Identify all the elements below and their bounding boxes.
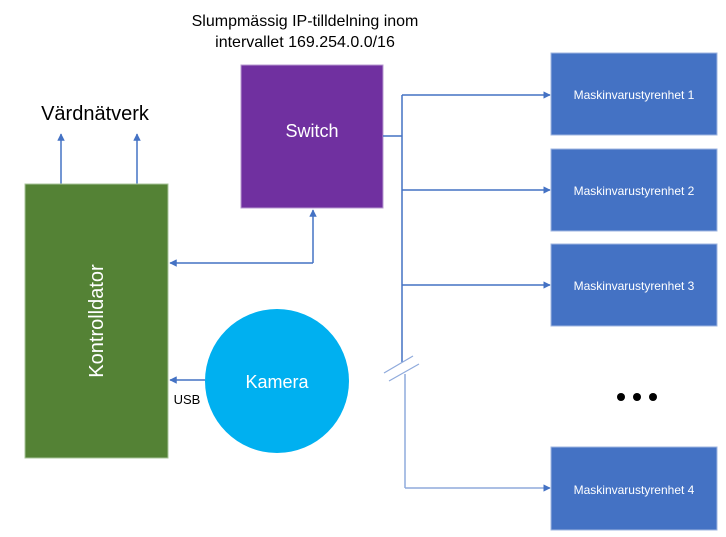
device-node-3[interactable]: Maskinvarustyrenhet 3 bbox=[550, 243, 718, 327]
device-box[interactable] bbox=[550, 243, 718, 327]
diagram-title-line1: Slumpmässig IP-tilldelning inom bbox=[192, 13, 419, 30]
camera-circle[interactable] bbox=[205, 309, 349, 453]
usb-label: USB bbox=[174, 392, 201, 407]
switch-label: Switch bbox=[285, 121, 338, 141]
device-box[interactable] bbox=[550, 148, 718, 232]
diagram-title-line2: intervallet 169.254.0.0/16 bbox=[215, 34, 395, 51]
device-node-1[interactable]: Maskinvarustyrenhet 1 bbox=[550, 52, 718, 136]
bus-break-mark-1 bbox=[383, 355, 414, 374]
bus-break-mark-2 bbox=[388, 363, 420, 382]
host-network-label: Värdnätverk bbox=[41, 103, 150, 125]
more-devices-ellipsis bbox=[617, 393, 657, 401]
device-label: Maskinvarustyrenhet 3 bbox=[574, 279, 695, 293]
ellipsis-dot bbox=[617, 393, 625, 401]
device-box[interactable] bbox=[550, 52, 718, 136]
controller-node[interactable]: Kontrolldator bbox=[24, 183, 169, 459]
controller-label: Kontrolldator bbox=[86, 264, 108, 378]
camera-label: Kamera bbox=[245, 372, 309, 392]
device-label: Maskinvarustyrenhet 1 bbox=[574, 88, 695, 102]
switch-node[interactable]: Switch bbox=[240, 64, 384, 209]
controller-box[interactable] bbox=[24, 183, 169, 459]
ellipsis-dot bbox=[633, 393, 641, 401]
device-node-4[interactable]: Maskinvarustyrenhet 4 bbox=[550, 446, 718, 531]
switch-box[interactable] bbox=[240, 64, 384, 209]
ellipsis-dot bbox=[649, 393, 657, 401]
device-box[interactable] bbox=[550, 446, 718, 531]
device-node-2[interactable]: Maskinvarustyrenhet 2 bbox=[550, 148, 718, 232]
device-label: Maskinvarustyrenhet 2 bbox=[574, 184, 695, 198]
device-label: Maskinvarustyrenhet 4 bbox=[574, 483, 695, 497]
camera-node[interactable]: Kamera bbox=[205, 309, 349, 453]
